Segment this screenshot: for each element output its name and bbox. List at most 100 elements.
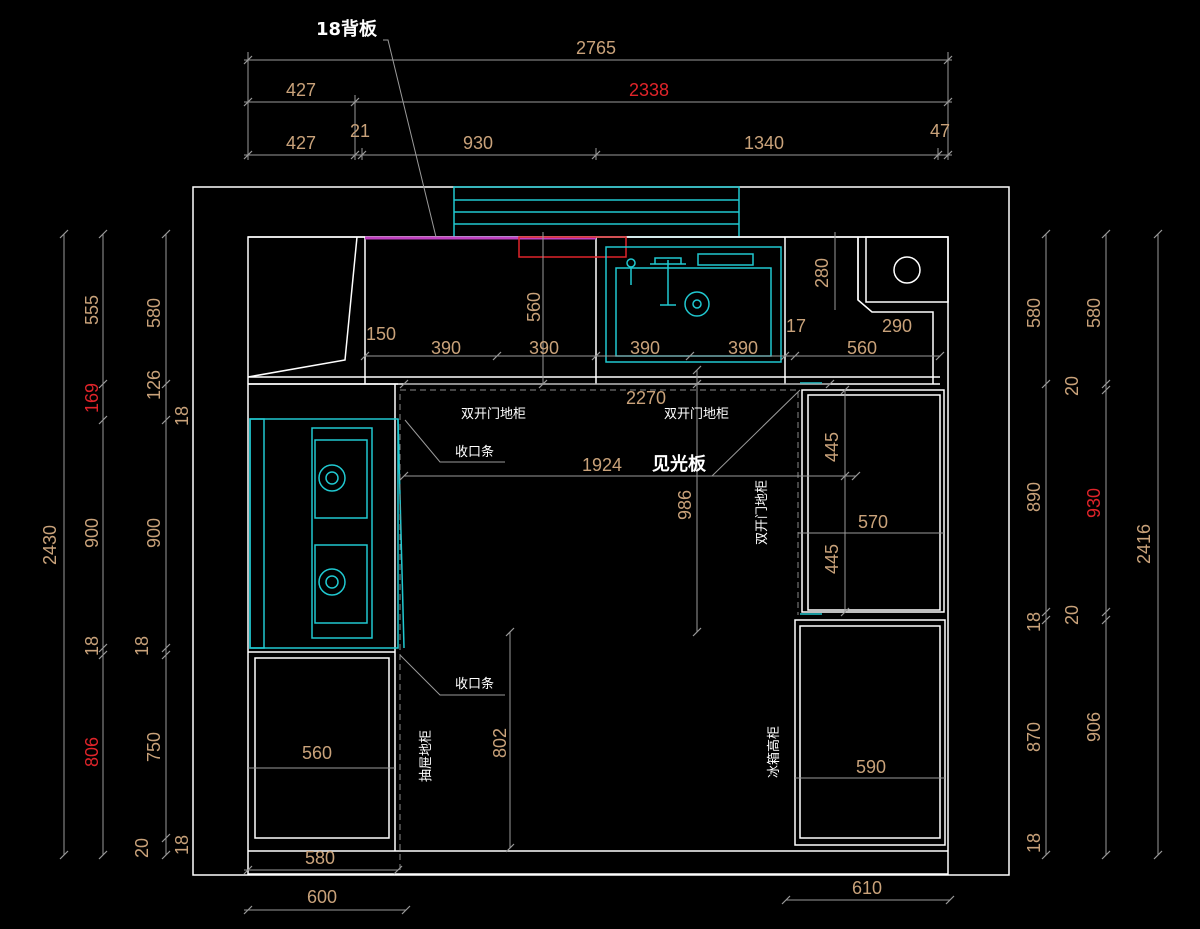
- dim-2338: 2338: [629, 80, 669, 100]
- dim-2765: 2765: [576, 38, 616, 58]
- dim-2416: 2416: [1134, 524, 1154, 564]
- dim-tick: [98, 379, 108, 389]
- dim-tick: [790, 351, 800, 361]
- overhead-dashed: [399, 389, 799, 870]
- dim-806: 806: [82, 737, 102, 767]
- faucet: [650, 257, 686, 306]
- dim-tick: [98, 229, 108, 239]
- window: [453, 186, 740, 238]
- dim-560-vertical: 560: [524, 292, 544, 322]
- tall-cab-corner: [865, 236, 949, 303]
- sink-outer: [605, 246, 782, 363]
- dim-tick: [357, 150, 367, 160]
- dim-tick: [59, 229, 69, 239]
- dim-tick: [538, 379, 548, 389]
- dim-tick: [98, 415, 108, 425]
- dim-427-a: 427: [286, 80, 316, 100]
- dim-tick: [161, 643, 171, 653]
- dimension-ticks: [59, 55, 1163, 915]
- cooktop-side: [249, 418, 265, 649]
- label-trim-strip-2: 收口条: [455, 676, 494, 692]
- dim-tick: [1041, 379, 1051, 389]
- dim-427-b: 427: [286, 133, 316, 153]
- corner-cab: [857, 237, 934, 384]
- dim-tick: [591, 351, 601, 361]
- dim-1340: 1340: [744, 133, 784, 153]
- dim-750: 750: [144, 732, 164, 762]
- dim-tick: [161, 379, 171, 389]
- dim-930: 930: [463, 133, 493, 153]
- dim-290: 290: [882, 316, 912, 336]
- dim-20-right-a: 20: [1062, 376, 1082, 396]
- dim-tick: [393, 865, 403, 875]
- leader-trim-1: [404, 419, 505, 463]
- dim-tick: [1153, 229, 1163, 239]
- dim-tick: [1041, 229, 1051, 239]
- dim-390-2: 390: [529, 338, 559, 358]
- dim-tick: [825, 379, 835, 389]
- label-double-door-base-3: 双开门地柜: [755, 480, 770, 545]
- dim-tick: [780, 351, 790, 361]
- dim-169: 169: [82, 383, 102, 413]
- cooktop: [311, 427, 373, 639]
- dim-tick: [1153, 850, 1163, 860]
- dim-tick: [840, 471, 850, 481]
- dim-126: 126: [144, 370, 164, 400]
- dim-390-4: 390: [728, 338, 758, 358]
- dim-tick: [933, 150, 943, 160]
- fridge-inner: [799, 625, 941, 839]
- dim-tick: [161, 850, 171, 860]
- leader-trim-2: [399, 654, 505, 696]
- right-run: [794, 382, 946, 846]
- dim-tick: [591, 150, 601, 160]
- burner-1-frame: [314, 439, 368, 519]
- dim-590: 590: [856, 757, 886, 777]
- tap-knob: [626, 258, 636, 268]
- dim-tick: [350, 150, 360, 160]
- dim-tick: [943, 150, 953, 160]
- label-backboard: 18背板: [316, 18, 378, 40]
- dim-tick: [1101, 379, 1111, 389]
- dim-tick: [1101, 229, 1111, 239]
- dim-tick: [945, 895, 955, 905]
- sink: [605, 246, 782, 363]
- dim-986: 986: [675, 490, 695, 520]
- dim-tick: [59, 850, 69, 860]
- dim-47: 47: [930, 121, 950, 141]
- dim-802: 802: [490, 728, 510, 758]
- dim-555: 555: [82, 295, 102, 325]
- dim-18-c: 18: [132, 636, 152, 656]
- dim-tick: [1101, 615, 1111, 625]
- dim-tick: [692, 627, 702, 637]
- dim-445-1: 445: [822, 432, 842, 462]
- dim-tick: [161, 229, 171, 239]
- top-counter-run: [247, 236, 949, 385]
- dim-580-right-a: 580: [1024, 298, 1044, 328]
- dim-2430: 2430: [40, 525, 60, 565]
- dim-tick: [161, 415, 171, 425]
- burner-2-inner: [325, 575, 339, 589]
- dim-906: 906: [1084, 712, 1104, 742]
- dim-tick: [360, 351, 370, 361]
- dim-tick: [935, 351, 945, 361]
- corner-filler: [247, 236, 358, 378]
- label-fridge-tall: 冰箱高柜: [766, 726, 782, 778]
- dim-18-a: 18: [82, 636, 102, 656]
- dim-600: 600: [307, 887, 337, 907]
- burner-2: [318, 568, 346, 596]
- label-trim-strip-1: 收口条: [455, 444, 494, 460]
- dim-580-left: 580: [144, 298, 164, 328]
- label-drawer-base: 抽屉地柜: [419, 730, 434, 782]
- dim-tick: [1041, 850, 1051, 860]
- dim-930-right: 930: [1084, 488, 1104, 518]
- dim-tick: [505, 627, 515, 637]
- dim-tick: [98, 650, 108, 660]
- dim-21: 21: [350, 121, 370, 141]
- dim-tick: [943, 55, 953, 65]
- dim-17: 17: [786, 316, 806, 336]
- dim-900-b: 900: [144, 518, 164, 548]
- dim-890: 890: [1024, 482, 1044, 512]
- dim-2270: 2270: [626, 388, 666, 408]
- dim-570: 570: [858, 512, 888, 532]
